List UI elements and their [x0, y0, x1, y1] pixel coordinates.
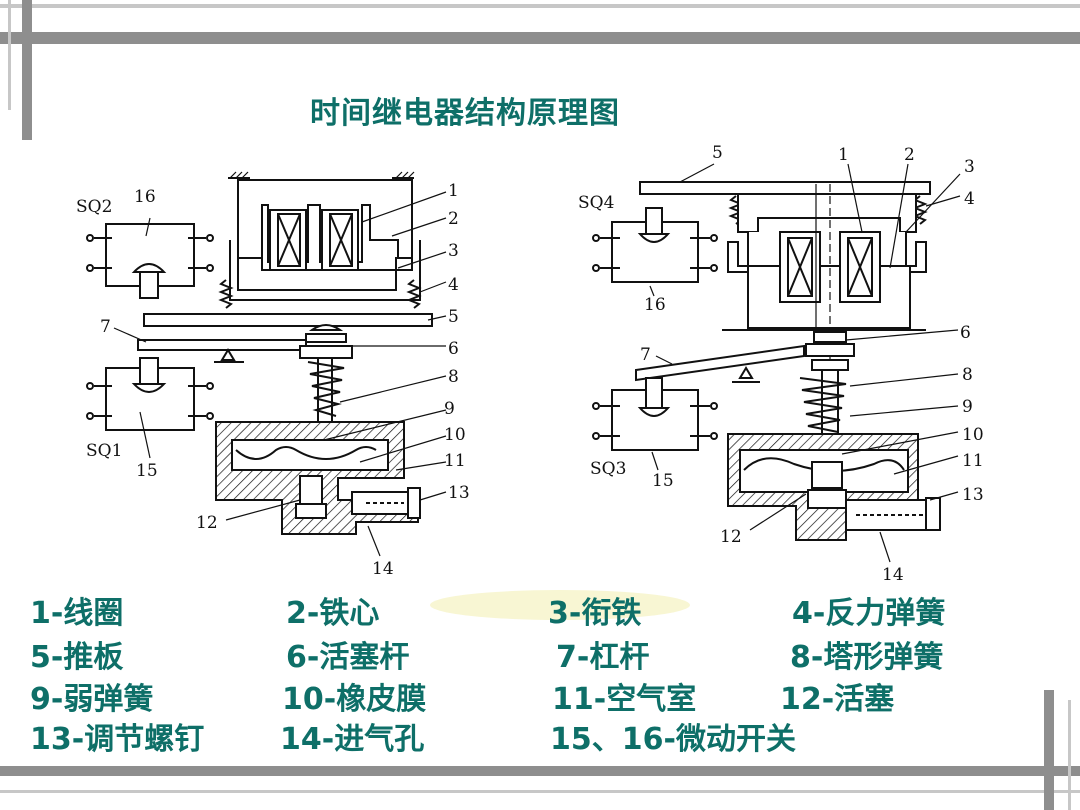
left-part-number-8: 8	[448, 367, 459, 387]
legend-item: 9-弱弹簧	[30, 682, 154, 717]
legend-item: 6-活塞杆	[286, 640, 410, 675]
left-part-number-11: 11	[444, 451, 466, 471]
right-part-number-2: 2	[904, 145, 915, 165]
frame-left-bar	[22, 0, 32, 140]
right-part-number-5: 5	[712, 143, 723, 163]
right-switch-label-sq3: SQ3	[590, 459, 626, 479]
left-switch-label-sq1: SQ1	[86, 441, 122, 461]
legend-item: 15、16-微动开关	[550, 722, 796, 757]
legend-item: 5-推板	[30, 640, 124, 675]
legend-item: 1-线圈	[30, 596, 124, 631]
left-part-number-14: 14	[372, 559, 394, 579]
right-part-number-4: 4	[964, 189, 975, 209]
frame-bottom-bar	[0, 766, 1080, 776]
left-relay-diagram	[86, 171, 447, 557]
right-switch-label-sq4: SQ4	[578, 193, 614, 213]
slide-title: 时间继电器结构原理图	[310, 96, 620, 131]
frame-right-bar	[1044, 690, 1054, 810]
left-part-number-16: 16	[134, 187, 156, 207]
legend-item: 3-衔铁	[548, 596, 642, 631]
right-part-number-9: 9	[962, 397, 973, 417]
left-switch-label-sq2: SQ2	[76, 197, 112, 217]
legend-item: 10-橡皮膜	[282, 682, 427, 717]
right-part-number-12: 12	[720, 527, 742, 547]
right-part-number-13: 13	[962, 485, 984, 505]
legend-item: 12-活塞	[780, 682, 895, 717]
frame-top-bar	[0, 32, 1080, 44]
left-part-number-1: 1	[448, 181, 459, 201]
right-part-number-11: 11	[962, 451, 984, 471]
right-part-number-16: 16	[644, 295, 666, 315]
legend-item: 13-调节螺钉	[30, 722, 205, 757]
right-part-number-1: 1	[838, 145, 849, 165]
right-part-number-10: 10	[962, 425, 984, 445]
legend-item: 7-杠杆	[556, 640, 650, 675]
left-part-number-4: 4	[448, 275, 459, 295]
left-part-number-13: 13	[448, 483, 470, 503]
right-part-number-15: 15	[652, 471, 674, 491]
left-part-number-2: 2	[448, 209, 459, 229]
legend-item: 2-铁心	[286, 596, 380, 631]
frame-left-bar-thin	[8, 0, 11, 110]
legend-item: 8-塔形弹簧	[790, 640, 944, 675]
left-part-number-7: 7	[100, 317, 111, 337]
left-part-number-9: 9	[444, 399, 455, 419]
frame-top-bar-thin	[0, 4, 1080, 8]
legend-item: 11-空气室	[552, 682, 697, 717]
frame-right-bar-thin	[1068, 700, 1071, 810]
right-relay-diagram	[592, 163, 961, 563]
legend-item: 4-反力弹簧	[792, 596, 946, 631]
right-part-number-8: 8	[962, 365, 973, 385]
right-part-number-3: 3	[964, 157, 975, 177]
right-part-number-6: 6	[960, 323, 971, 343]
left-part-number-12: 12	[196, 513, 218, 533]
left-part-number-6: 6	[448, 339, 459, 359]
left-part-number-15: 15	[136, 461, 158, 481]
left-part-number-3: 3	[448, 241, 459, 261]
right-part-number-7: 7	[640, 345, 651, 365]
left-part-number-10: 10	[444, 425, 466, 445]
frame-bottom-bar-thin	[0, 790, 1080, 793]
legend-item: 14-进气孔	[280, 722, 425, 757]
left-part-number-5: 5	[448, 307, 459, 327]
right-part-number-14: 14	[882, 565, 904, 585]
highlight-swoosh	[430, 590, 690, 620]
